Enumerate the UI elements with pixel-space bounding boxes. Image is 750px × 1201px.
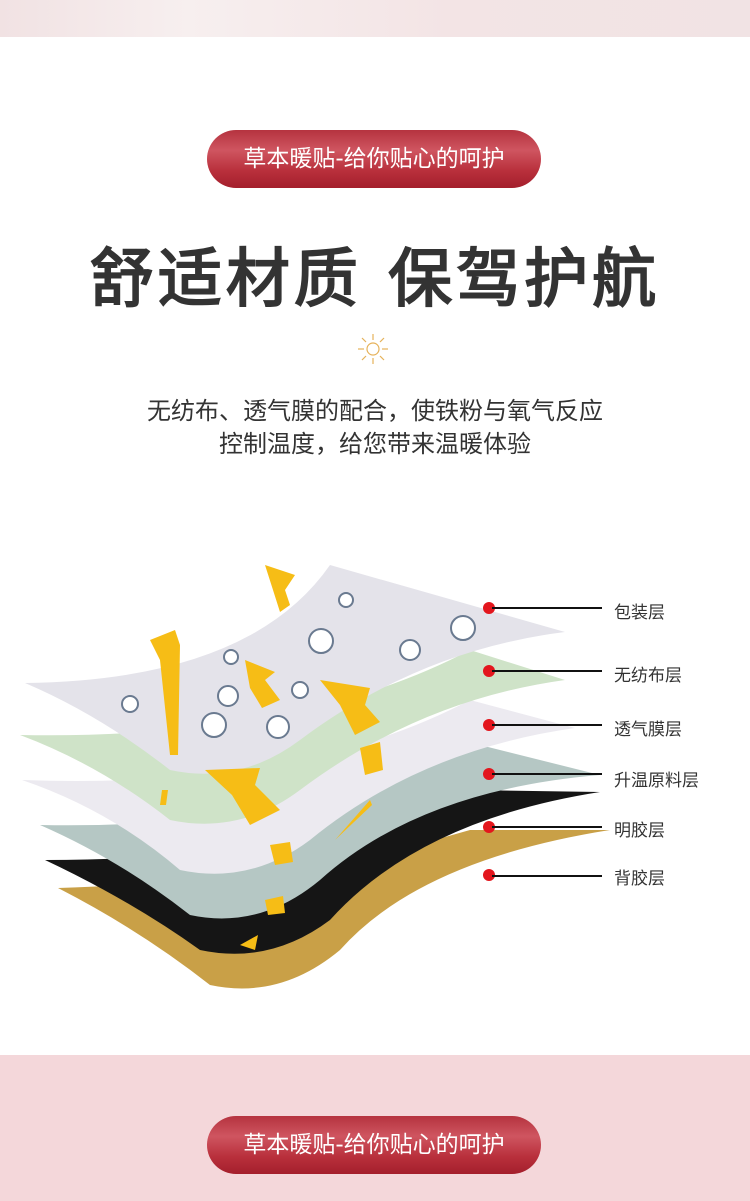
description-line-2: 控制温度，给您带来温暖体验 bbox=[219, 430, 531, 458]
page-title: 舒适材质 保驾护航 bbox=[89, 242, 661, 317]
leader-line bbox=[492, 773, 602, 775]
bubbles bbox=[121, 592, 476, 739]
top-banner-strip bbox=[0, 0, 750, 37]
layer-marker-dot bbox=[483, 869, 495, 881]
layer-label-gelatin: 明胶层 bbox=[614, 821, 665, 841]
layer-marker-dot bbox=[483, 821, 495, 833]
layer-label-breathable-film: 透气膜层 bbox=[614, 720, 682, 740]
sun-icon bbox=[358, 334, 388, 364]
footer-slogan-badge: 草本暖贴-给你贴心的呵护 bbox=[207, 1116, 541, 1174]
description: 无纺布、透气膜的配合，使铁粉与氧气反应 控制温度，给您带来温暖体验 bbox=[0, 395, 750, 461]
layer-packaging bbox=[25, 565, 565, 774]
layer-label-packaging: 包装层 bbox=[614, 603, 665, 623]
layer-label-heating-material: 升温原料层 bbox=[614, 771, 699, 791]
layer-marker-dot bbox=[483, 719, 495, 731]
layer-marker-dot bbox=[483, 602, 495, 614]
layer-label-backing-adhesive: 背胶层 bbox=[614, 869, 665, 889]
layer-marker-dot bbox=[483, 768, 495, 780]
leader-line bbox=[492, 724, 602, 726]
description-line-1: 无纺布、透气膜的配合，使铁粉与氧气反应 bbox=[147, 397, 603, 425]
leader-line bbox=[492, 875, 602, 877]
leader-line bbox=[492, 607, 602, 609]
layer-diagram bbox=[20, 565, 610, 989]
leader-line bbox=[492, 826, 602, 828]
layer-marker-dot bbox=[483, 665, 495, 677]
heat-arrows bbox=[150, 565, 383, 950]
leader-line bbox=[492, 670, 602, 672]
slogan-badge: 草本暖贴-给你贴心的呵护 bbox=[207, 130, 541, 188]
layer-label-non-woven: 无纺布层 bbox=[614, 666, 682, 686]
